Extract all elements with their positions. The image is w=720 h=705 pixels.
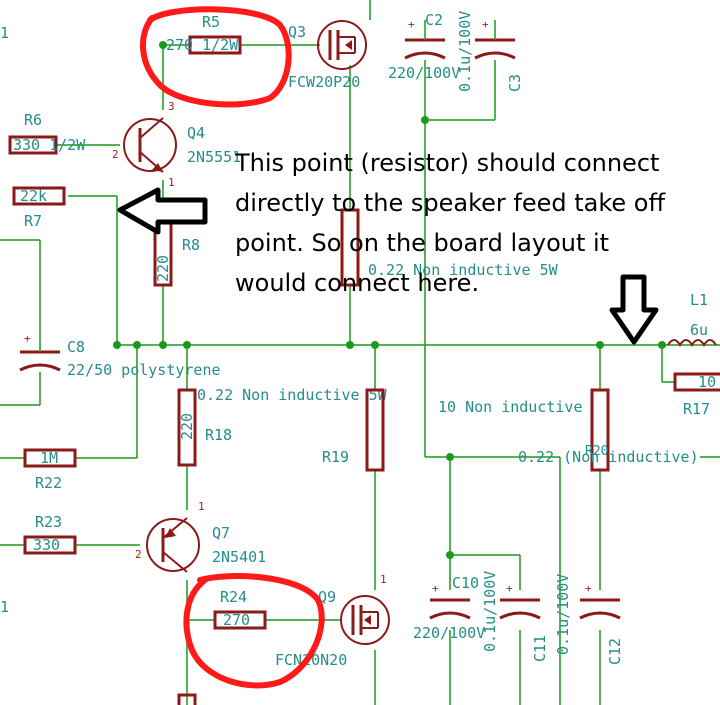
- r24-ref: R24: [220, 588, 247, 606]
- annotation-line-2: directly to the speaker feed take off: [235, 189, 665, 217]
- c10-ref: C10: [452, 574, 479, 592]
- c3-plus: +: [482, 18, 489, 31]
- c12-ref: C12: [606, 638, 624, 665]
- q4-pin2: 2: [112, 148, 119, 161]
- c2-value: 220/100V: [388, 64, 460, 82]
- edge-pin-top: 1: [0, 24, 9, 42]
- resistor-r6: R6 330 1/2W: [8, 111, 86, 155]
- capacitor-c11: + 0.1u/100V C11: [481, 571, 549, 662]
- r17-value: 10: [698, 373, 716, 391]
- arrow-left-icon: [117, 187, 208, 235]
- r23-ref: R23: [35, 513, 62, 531]
- mosfet-q3: Q3 FCW20P20: [288, 20, 367, 91]
- annotation-line-3: point. So on the board layout it: [235, 229, 609, 257]
- r6-ref: R6: [24, 111, 42, 129]
- c8-plus: +: [24, 332, 31, 345]
- l1-value: 6u: [690, 321, 708, 339]
- q7-pin1: 1: [198, 500, 205, 513]
- c11-ref: C11: [531, 635, 549, 662]
- q9-value: FCN20N20: [275, 651, 347, 669]
- r23-value: 330: [33, 536, 60, 554]
- r5-value: 270 1/2W: [166, 36, 239, 54]
- c3-value: 0.1u/100V: [456, 11, 474, 92]
- c2-plus: +: [408, 18, 415, 31]
- q9-pin1: 1: [380, 573, 387, 586]
- c2-ref: C2: [425, 11, 443, 29]
- resistor-10ni-label: 10 Non inductive: [438, 398, 583, 416]
- r8-ref: R8: [182, 236, 200, 254]
- mosfet-q9: 1 Q9 FCN20N20: [275, 573, 390, 669]
- junction-dots: [113, 41, 666, 559]
- q7-pin2: 2: [135, 548, 142, 561]
- capacitor-c12: + 0.1u/100V C12: [554, 574, 624, 665]
- capacitor-c2: + C2 220/100V: [388, 11, 460, 82]
- resistor-r18: 220 R18: [177, 388, 232, 467]
- r18-value: 220: [178, 413, 196, 440]
- arrow-down-icon: [609, 274, 659, 345]
- r22-value: 1M: [40, 449, 58, 467]
- r24-value: 270: [223, 611, 250, 629]
- highlight-circle-r24: [183, 573, 325, 689]
- q9-ref: Q9: [318, 588, 336, 606]
- c8-value: 22/50 polystyrene: [67, 361, 221, 379]
- r-low-value: 0.22 Non inductive 5W: [197, 386, 388, 404]
- r19-ref: R19: [322, 448, 349, 466]
- r-mid-value: 0.22 Non inductive 5W: [368, 261, 559, 279]
- c11-plus: +: [506, 582, 513, 595]
- edge-pin-labels: 1 1: [0, 24, 9, 616]
- c10-value: 220/100V: [413, 624, 485, 642]
- c12-plus: +: [585, 582, 592, 595]
- r17-ref: R17: [683, 400, 710, 418]
- c10-plus: +: [432, 582, 439, 595]
- q4-pin1: 1: [168, 176, 175, 189]
- r18-ref: R18: [205, 426, 232, 444]
- c11-value: 0.1u/100V: [481, 571, 499, 652]
- r7-value: 22k: [20, 187, 47, 205]
- c3-ref: C3: [506, 74, 524, 92]
- l1-ref: L1: [690, 291, 708, 309]
- r22-ref: R22: [35, 474, 62, 492]
- capacitor-c3: + 0.1u/100V C3: [456, 11, 524, 92]
- transistor-q4: 2 3 1 Q4 2N5551: [112, 100, 241, 189]
- r-10ni-value: 10 Non inductive: [438, 398, 583, 416]
- resistor-mid: 0.22 Non inductive 5W: [340, 208, 559, 287]
- resistor-r5: R5 270 1/2W: [166, 13, 242, 55]
- edge-pin-bottom: 1: [0, 598, 9, 616]
- capacitor-c8: + C8 22/50 polystyrene: [19, 330, 221, 379]
- resistor-partial-bottom: [177, 693, 197, 705]
- resistor-r23: R23 330: [23, 513, 77, 555]
- annotation-line-4: would connect here.: [235, 269, 479, 297]
- resistor-low-label: 0.22 Non inductive 5W: [197, 386, 388, 404]
- q4-pin3: 3: [168, 100, 175, 113]
- highlight-circle-r5: [139, 6, 292, 108]
- resistor-r22: 1M R22: [23, 448, 77, 492]
- r7-ref: R7: [24, 212, 42, 230]
- q4-ref: Q4: [187, 124, 205, 142]
- resistor-r20: 0.22 (Non inductive) R20: [518, 388, 699, 472]
- q3-ref: Q3: [288, 23, 306, 41]
- r5-ref: R5: [202, 13, 220, 31]
- r6-value: 330 1/2W: [13, 136, 86, 154]
- transistor-q7: 2 1 Q7 2N5401: [135, 500, 266, 573]
- q4-value: 2N5551: [187, 148, 241, 166]
- q3-value: FCW20P20: [288, 73, 360, 91]
- resistor-r19: R19: [322, 388, 385, 472]
- c8-ref: C8: [67, 338, 85, 356]
- annotation-line-1: This point (resistor) should connect: [234, 149, 659, 177]
- annotation-text: This point (resistor) should connect dir…: [234, 149, 665, 297]
- r20-value: 0.22 (Non inductive): [518, 448, 699, 466]
- q7-value: 2N5401: [212, 548, 266, 566]
- c12-value: 0.1u/100V: [554, 574, 572, 655]
- resistor-r17: 10 R17: [673, 372, 720, 418]
- resistor-r24: R24 270: [213, 588, 267, 630]
- inductor-l1: L1 6u: [667, 291, 717, 347]
- capacitor-c10: + C10 220/100V: [413, 574, 485, 642]
- q7-ref: Q7: [212, 524, 230, 542]
- r20-ref: R20: [585, 444, 608, 459]
- r8-value: 220: [154, 255, 172, 282]
- resistor-r7: 22k R7: [12, 186, 66, 230]
